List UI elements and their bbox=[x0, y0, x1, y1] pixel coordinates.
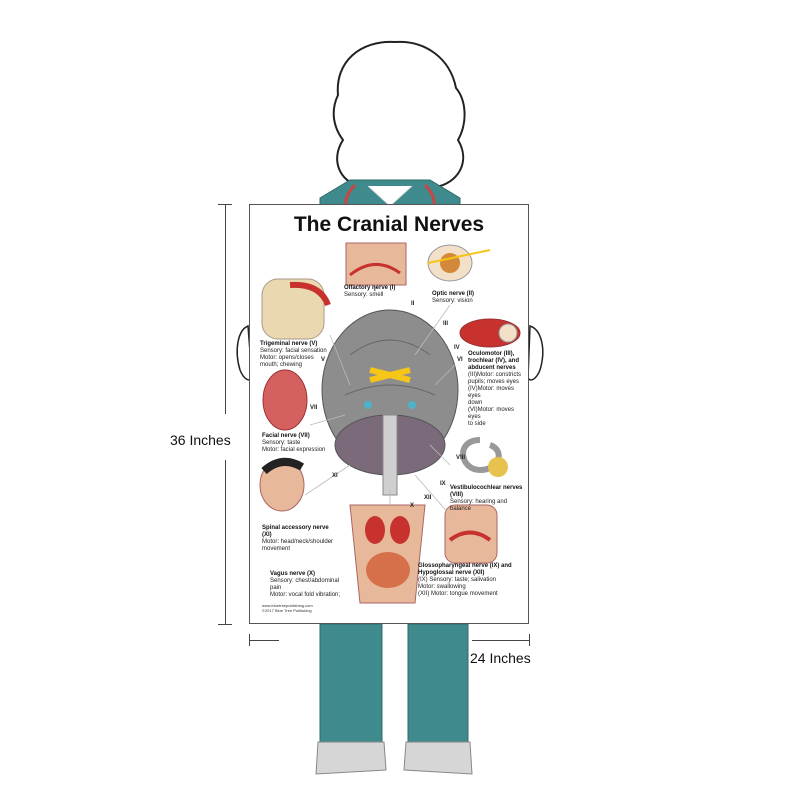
facial-illustration bbox=[262, 369, 308, 431]
height-dimension-label: 36 Inches bbox=[170, 432, 231, 448]
cranial-nerves-poster: The Cranial Nerves bbox=[249, 204, 529, 624]
nerve-label-olfactory: Olfactory nerve (I) Sensory: smell bbox=[344, 285, 396, 298]
nerve-label-spinal-accessory: Spinal accessory nerve (XI) Motor: head/… bbox=[262, 525, 334, 552]
connector-lines bbox=[304, 304, 456, 516]
width-dimension-line-right bbox=[472, 640, 529, 641]
roman-iii: III bbox=[443, 321, 449, 327]
poster-illustrations bbox=[259, 242, 521, 604]
width-dimension-right-tick bbox=[529, 634, 530, 646]
roman-vi: VI bbox=[457, 357, 463, 363]
ear-illustration bbox=[460, 437, 502, 474]
roman-iv: IV bbox=[454, 345, 460, 351]
right-leg bbox=[407, 623, 469, 745]
nerve-label-trigeminal: Trigeminal nerve (V) Sensory: facial sen… bbox=[260, 341, 327, 368]
roman-xi: XI bbox=[332, 473, 338, 479]
nerve-root-right bbox=[408, 401, 416, 409]
roman-xii: XII bbox=[424, 495, 432, 501]
roman-v: V bbox=[321, 357, 326, 363]
height-dimension-line-lower bbox=[225, 460, 226, 624]
right-shoe bbox=[403, 741, 473, 775]
right-hand bbox=[527, 324, 544, 381]
left-shoe bbox=[315, 741, 387, 775]
nerve-label-optic: Optic nerve (II) Sensory: vision bbox=[432, 291, 475, 304]
roman-ii: II bbox=[411, 301, 415, 307]
nerve-label-vestibulocochlear: Vestibulocochlear nerves (VIII) Sensory:… bbox=[450, 485, 523, 512]
width-dimension-label: 24 Inches bbox=[470, 650, 531, 666]
width-dimension-line-left bbox=[249, 640, 279, 641]
height-dimension-line-upper bbox=[225, 204, 226, 414]
roman-x: X bbox=[410, 503, 415, 509]
roman-i: I bbox=[374, 287, 376, 293]
poster-title: The Cranial Nerves bbox=[293, 213, 485, 236]
roman-ix: IX bbox=[440, 481, 446, 487]
publisher-copyright: ©2017 Blue Tree Publishing bbox=[262, 608, 312, 613]
poster-footer: www.bluetreepublishing.com ©2017 Blue Tr… bbox=[262, 603, 313, 613]
height-dimension-bottom-tick bbox=[218, 624, 232, 625]
publisher-url: www.bluetreepublishing.com bbox=[262, 603, 313, 608]
nerve-label-vagus: Vagus nerve (X) Sensory: chest/abdominal… bbox=[270, 571, 341, 598]
brainstem bbox=[382, 414, 398, 496]
nerve-label-oculomotor: Oculomotor (III), trochlear (IV), and ab… bbox=[468, 351, 522, 427]
roman-viii: VIII bbox=[456, 455, 466, 461]
nerve-label-glossopharyngeal: Glossopharyngeal nerve (IX) and Hypoglos… bbox=[418, 563, 512, 597]
roman-vii: VII bbox=[310, 405, 318, 411]
left-leg bbox=[319, 623, 383, 745]
optic-chiasm bbox=[369, 367, 411, 383]
head-outline bbox=[332, 40, 466, 187]
nerve-root-left bbox=[364, 401, 372, 409]
nerve-label-facial: Facial nerve (VII) Sensory: taste Motor:… bbox=[262, 433, 326, 453]
trigeminal-illustration bbox=[261, 278, 325, 340]
